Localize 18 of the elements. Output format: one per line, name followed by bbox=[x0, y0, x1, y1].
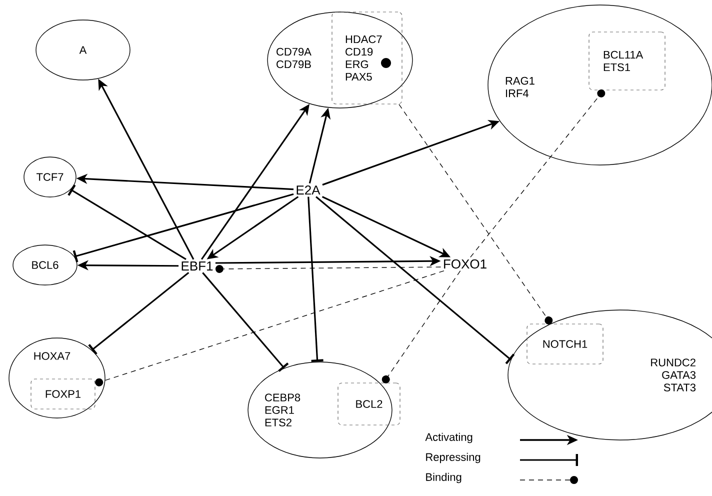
complex-box: FOXP1 bbox=[30, 378, 96, 410]
legend-label: Activating bbox=[425, 432, 472, 444]
legend-label: Repressing bbox=[426, 452, 480, 464]
repression-line bbox=[72, 193, 294, 262]
gene-label: FOXO1 bbox=[444, 259, 486, 269]
binding-line bbox=[382, 270, 461, 384]
legend-label: Binding bbox=[426, 472, 462, 484]
gene-label: EBF1 bbox=[182, 262, 213, 270]
binding-line bbox=[398, 104, 553, 324]
binding-line bbox=[215, 264, 442, 273]
complex-box: BCL2 bbox=[338, 382, 400, 426]
binding-line bbox=[95, 270, 444, 386]
binding-line bbox=[470, 89, 606, 258]
complex-box: NOTCH1 bbox=[526, 324, 604, 364]
repression-line bbox=[88, 272, 190, 355]
complex-box: HDAC7 CD19 ERG PAX5 bbox=[332, 12, 402, 104]
gene-label: E2A bbox=[296, 185, 320, 195]
complex-box: BCL11A ETS1 bbox=[588, 32, 666, 90]
